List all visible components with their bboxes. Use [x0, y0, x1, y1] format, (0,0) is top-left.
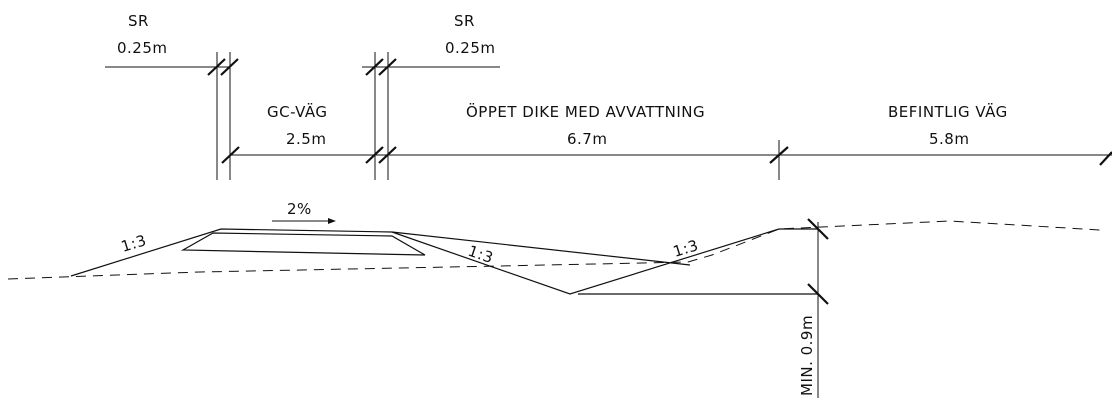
gc-end-tick-2: [378, 146, 397, 164]
gc-pavement-body: [180, 232, 426, 256]
gc-end-tick-1: [365, 146, 384, 164]
sr-right-name: SR: [454, 12, 475, 30]
min-depth-label: MIN. 0.9m: [798, 315, 816, 396]
sr-left-tick-1: [207, 58, 226, 76]
sr-left-tick-2: [220, 58, 239, 76]
slope-left-label: 1:3: [119, 231, 149, 256]
road-name: BEFINTLIG VÄG: [888, 102, 1008, 121]
slope-inner-label: 1:3: [466, 242, 496, 267]
sr-right-tick-1: [365, 58, 384, 76]
slope-right-label: 1:3: [671, 236, 701, 261]
existing-ground-line: [7, 220, 1101, 280]
sr-right-tick-2: [378, 58, 397, 76]
gc-start-tick: [221, 146, 240, 164]
ditch-profile: [391, 228, 780, 295]
dike-name: ÖPPET DIKE MED AVVATTNING: [466, 102, 705, 121]
dike-end-tick: [769, 146, 789, 164]
road-end-tick: [1099, 151, 1112, 166]
dike-width: 6.7m: [567, 130, 607, 148]
sr-left-name: SR: [128, 12, 149, 30]
gc-width: 2.5m: [286, 130, 326, 148]
slope-pct-label: 2%: [287, 200, 312, 218]
depth-bottom-tick: [807, 283, 829, 305]
depth-top-tick: [807, 218, 829, 240]
road-width: 5.8m: [929, 130, 969, 148]
slope-arrow-head: [328, 218, 336, 224]
sr-right-width: 0.25m: [445, 39, 496, 57]
sr-left-width: 0.25m: [117, 39, 168, 57]
gc-embankment-outline: [70, 228, 691, 277]
gc-name: GC-VÄG: [267, 102, 328, 121]
